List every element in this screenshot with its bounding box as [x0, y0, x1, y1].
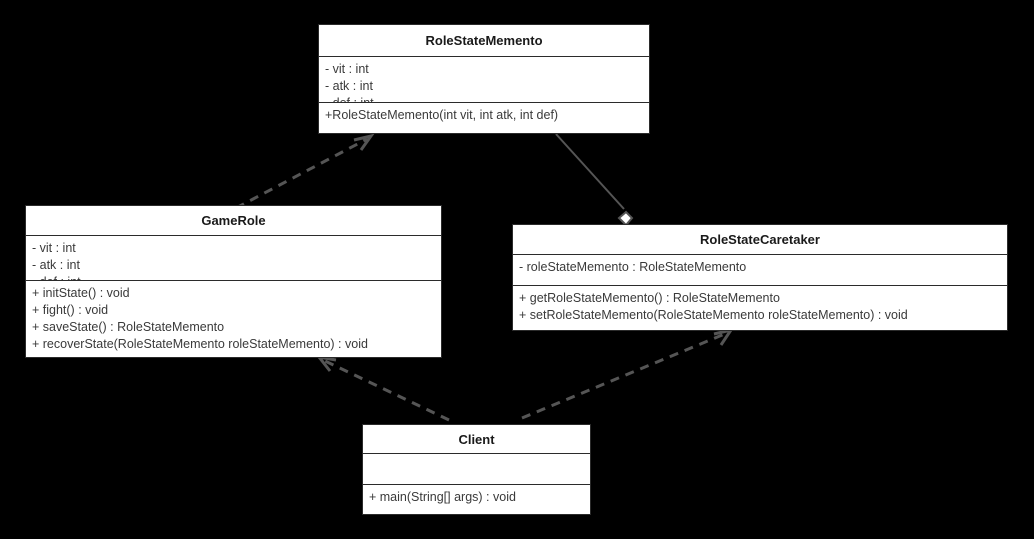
attributes-compartment-role-state-memento: - vit : int - atk : int - def : int [319, 57, 649, 103]
attribute-row: - def : int [26, 274, 441, 280]
method-row: + initState() : void [32, 286, 130, 300]
open-arrow-icon [315, 354, 337, 372]
attribute-row: - roleStateMemento : RoleStateMemento [519, 260, 747, 274]
method-row: + saveState() : RoleStateMemento [32, 320, 225, 334]
methods-compartment-role-state-memento: +RoleStateMemento(int vit, int atk, int … [319, 103, 649, 133]
attribute-row: - atk : int [32, 258, 80, 272]
open-arrow-icon [713, 327, 735, 346]
open-arrow-icon [353, 133, 375, 151]
class-box-game-role[interactable]: GameRole - vit : int - atk : int - def :… [25, 205, 442, 358]
method-row: +RoleStateMemento(int vit, int atk, int … [325, 108, 559, 122]
class-title-role-state-caretaker: RoleStateCaretaker [513, 225, 1007, 255]
attributes-compartment-role-state-caretaker: - roleStateMemento : RoleStateMemento [513, 255, 1007, 286]
method-row: + recoverState(RoleStateMemento roleStat… [32, 337, 368, 351]
attribute-row: - vit : int [325, 62, 369, 76]
method-row: + getRoleStateMemento() : RoleStateMemen… [519, 291, 780, 305]
edge-gamerole-to-memento [235, 133, 375, 210]
class-box-role-state-caretaker[interactable]: RoleStateCaretaker - roleStateMemento : … [512, 224, 1008, 331]
methods-compartment-game-role: + initState() : void + fight() : void + … [26, 281, 441, 357]
class-title-client: Client [363, 425, 590, 454]
method-row: + main(String[] args) : void [369, 490, 516, 504]
class-box-client[interactable]: Client + main(String[] args) : void [362, 424, 591, 515]
edge-line [322, 358, 450, 422]
methods-compartment-client: + main(String[] args) : void [363, 485, 590, 514]
edge-line [555, 133, 625, 210]
edge-client-to-gamerole [315, 354, 450, 422]
class-title-role-state-memento: RoleStateMemento [319, 25, 649, 57]
edge-memento-to-caretaker [555, 133, 634, 227]
edge-line [521, 331, 728, 420]
method-row: + fight() : void [32, 303, 109, 317]
attribute-row: - vit : int [32, 241, 76, 255]
edge-line [235, 137, 368, 210]
attribute-row: - def : int [325, 96, 374, 103]
attributes-compartment-client [363, 454, 590, 485]
method-row: + setRoleStateMemento(RoleStateMemento r… [519, 308, 908, 322]
edge-client-to-caretaker [521, 327, 735, 420]
attributes-compartment-game-role: - vit : int - atk : int - def : int [26, 236, 441, 281]
class-title-game-role: GameRole [26, 206, 441, 236]
methods-compartment-role-state-caretaker: + getRoleStateMemento() : RoleStateMemen… [513, 286, 1007, 330]
attribute-row: - atk : int [325, 79, 373, 93]
class-box-role-state-memento[interactable]: RoleStateMemento - vit : int - atk : int… [318, 24, 650, 134]
